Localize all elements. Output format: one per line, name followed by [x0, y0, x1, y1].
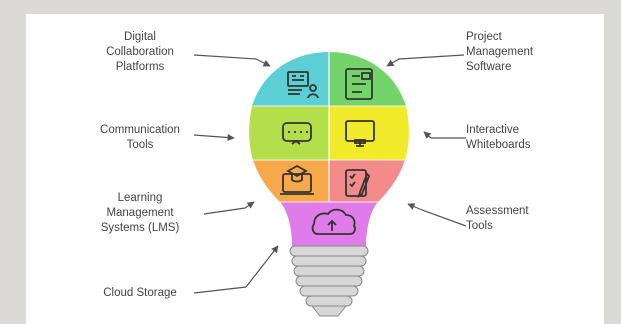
monitor-icon [345, 120, 375, 147]
checklist-pen-icon [345, 169, 371, 199]
arrow-assessment [407, 203, 467, 227]
label-digital-collaboration-platforms: Digital Collaboration Platforms [106, 31, 174, 73]
graduation-laptop-icon [280, 164, 314, 195]
label-project-management-software: Project Management Software [466, 31, 534, 73]
arrow-digital [193, 54, 271, 67]
cloud-upload-icon [311, 208, 356, 235]
label-assessment-tools: Assessment Tools [466, 205, 529, 232]
label-interactive-whiteboards: Interactive Whiteboards [466, 124, 531, 151]
arrow-cloud [193, 245, 279, 294]
label-cloud-storage: Cloud Storage [103, 287, 177, 299]
lightbulb-diagram [193, 52, 467, 317]
leader-arrows [193, 54, 467, 294]
project-chart-icon [345, 68, 373, 100]
segment-communication [249, 106, 329, 160]
arrow-interactive [423, 131, 466, 139]
bulb-base [289, 245, 369, 317]
segment-lms [253, 160, 329, 202]
bulb [249, 52, 409, 317]
label-communication-tools: Communication Tools [100, 124, 180, 151]
arrow-communication [193, 133, 235, 142]
arrow-project [386, 54, 465, 67]
diagram-canvas: Digital Collaboration Platforms Communic… [26, 14, 604, 324]
chat-bubble-icon [282, 122, 312, 145]
collaboration-board-icon [287, 71, 319, 99]
segment-digital-collaboration [252, 52, 329, 106]
label-learning-management-systems: Learning Management Systems (LMS) [100, 192, 180, 234]
arrow-lms [203, 201, 255, 215]
segment-interactive-whiteboards [329, 106, 409, 160]
